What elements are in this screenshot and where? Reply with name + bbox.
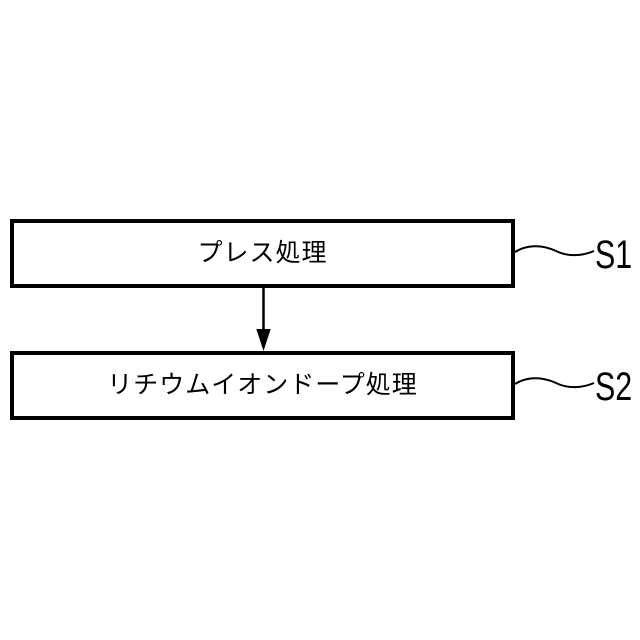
flow-arrow-down-icon xyxy=(256,288,271,351)
process-box-lithium-ion-dope-label: リチウムイオンドープ処理 xyxy=(107,371,418,399)
process-box-lithium-ion-dope: リチウムイオンドープ処理 xyxy=(10,351,515,420)
reference-connector-s1 xyxy=(514,245,595,257)
process-box-press: プレス処理 xyxy=(10,219,515,288)
reference-label-s2: S2 xyxy=(595,365,633,409)
reference-connector-s2 xyxy=(514,377,595,389)
process-box-press-label: プレス処理 xyxy=(197,239,328,267)
reference-label-s1: S1 xyxy=(595,233,633,277)
